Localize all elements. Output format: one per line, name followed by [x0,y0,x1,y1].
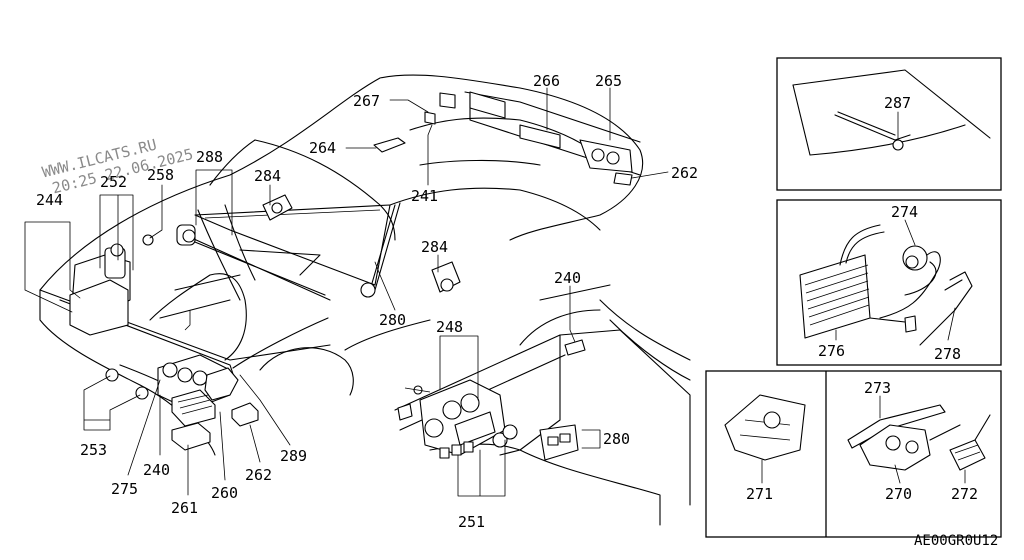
inset-287-drawing [792,69,991,156]
callout-240-panel: 240 [554,269,581,287]
callout-260: 260 [211,484,238,502]
leader-lines [24,87,966,497]
callout-258: 258 [147,166,174,184]
callout-252: 252 [100,173,127,191]
callout-284-lower: 284 [421,238,448,256]
callout-253: 253 [80,441,107,459]
callout-262-rear: 262 [671,164,698,182]
callout-289: 289 [280,447,307,465]
callout-261: 261 [171,499,198,517]
inset-box-270-273 [705,370,1002,538]
inset-heater-drawing [724,394,991,471]
car-body-drawing [39,74,644,456]
callout-labels: 244 252 258 288 267 266 265 264 284 241 … [36,72,978,531]
instrument-panel-drawing [394,284,691,526]
callout-276: 276 [818,342,845,360]
callout-284-upper: 284 [254,167,281,185]
callout-264: 264 [309,139,336,157]
callout-274: 274 [891,203,918,221]
callout-288: 288 [196,148,223,166]
callout-248: 248 [436,318,463,336]
callout-265: 265 [595,72,622,90]
callout-240-engine: 240 [143,461,170,479]
callout-272: 272 [951,485,978,503]
callout-270: 270 [885,485,912,503]
callout-273: 273 [864,379,891,397]
callout-275: 275 [111,480,138,498]
callout-271: 271 [746,485,773,503]
callout-251: 251 [458,513,485,531]
callout-266: 266 [533,72,560,90]
callout-267: 267 [353,92,380,110]
callout-287: 287 [884,94,911,112]
inset-box-274-276-278 [776,199,1002,366]
callout-278: 278 [934,345,961,363]
callout-262-engine: 262 [245,466,272,484]
callout-241: 241 [411,187,438,205]
callout-280-antenna: 280 [379,311,406,329]
callout-244: 244 [36,191,63,209]
inset-aircon-drawing [799,224,973,346]
inset-box-287 [776,57,1002,191]
callout-280-panel: 280 [603,430,630,448]
diagram-code: AE00GR0U12 [914,533,998,549]
